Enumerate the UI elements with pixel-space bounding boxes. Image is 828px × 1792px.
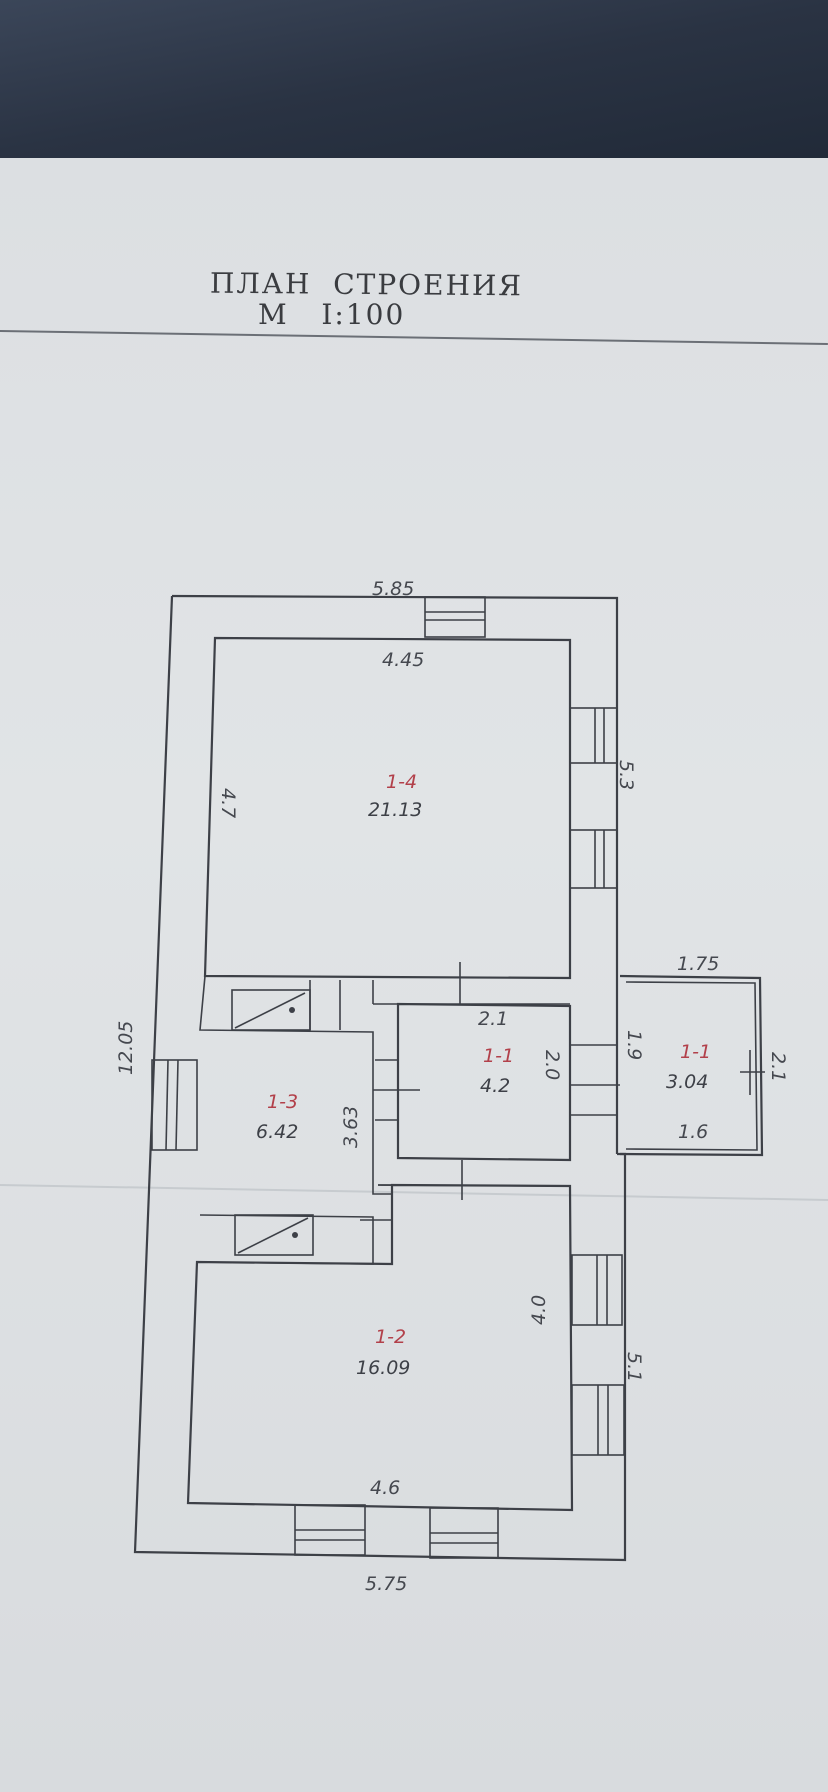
dim-room12-height: 4.0 [528, 1295, 550, 1325]
stove-upper [231, 989, 311, 1031]
window-line [175, 1059, 179, 1151]
dim-room14-height: 4.7 [217, 788, 239, 818]
dim-room13-width: 3.63 [340, 1106, 362, 1148]
room-id-1-1-hall: 1-1 [483, 1045, 514, 1067]
fold-line [0, 1184, 828, 1201]
dim-hall-top: 2.1 [478, 1008, 508, 1030]
room-1-4-outline [203, 636, 572, 980]
window-right-1 [569, 707, 618, 764]
dim-top-inner: 4.45 [382, 649, 424, 671]
dim-hall-right: 2.0 [541, 1050, 563, 1080]
stove-dot [292, 1232, 298, 1238]
stove-diagonal [234, 992, 306, 1029]
porch-inner [625, 981, 758, 1151]
dim-right-upper: 5.3 [615, 760, 637, 790]
plan-scale: М I:100 [258, 298, 406, 331]
stove-lower [234, 1214, 314, 1256]
window-left [151, 1059, 198, 1151]
room-area-1-3: 6.42 [256, 1121, 298, 1143]
dim-bottom-outer: 5.75 [365, 1573, 407, 1595]
stove-dot [289, 1007, 295, 1013]
room-id-1-4: 1-4 [386, 771, 417, 793]
dim-porch-top: 1.75 [677, 953, 719, 975]
paper-sheet [0, 158, 828, 1792]
room-id-1-1-porch: 1-1 [680, 1041, 711, 1063]
room-area-1-4: 21.13 [368, 799, 422, 821]
room-1-3-wall [199, 975, 393, 1195]
room-area-1-1-porch: 3.04 [666, 1071, 708, 1093]
room-1-2-outline [186, 1183, 574, 1512]
room-id-1-3: 1-3 [267, 1091, 298, 1113]
room-area-1-2: 16.09 [356, 1357, 410, 1379]
dim-top-outer: 5.85 [372, 578, 414, 600]
window-line [165, 1059, 169, 1151]
dim-porch-bottom: 1.6 [678, 1121, 708, 1143]
window-top [424, 596, 486, 638]
window-right-2 [569, 829, 618, 889]
dim-porch-left: 1.9 [623, 1030, 645, 1060]
porch-outline [619, 974, 764, 1157]
dim-right-lower: 5.1 [623, 1352, 645, 1382]
dim-left-total: 12.05 [115, 1021, 137, 1075]
room-area-1-1-hall: 4.2 [480, 1075, 510, 1097]
room-1-1-hall-outline [396, 1002, 572, 1162]
dim-bottom-inner: 4.6 [370, 1477, 400, 1499]
stove-diagonal [237, 1217, 309, 1254]
dim-porch-right: 2.1 [767, 1052, 789, 1082]
room-id-1-2: 1-2 [375, 1326, 406, 1348]
room-1-3-bottom-wall [196, 1214, 374, 1265]
